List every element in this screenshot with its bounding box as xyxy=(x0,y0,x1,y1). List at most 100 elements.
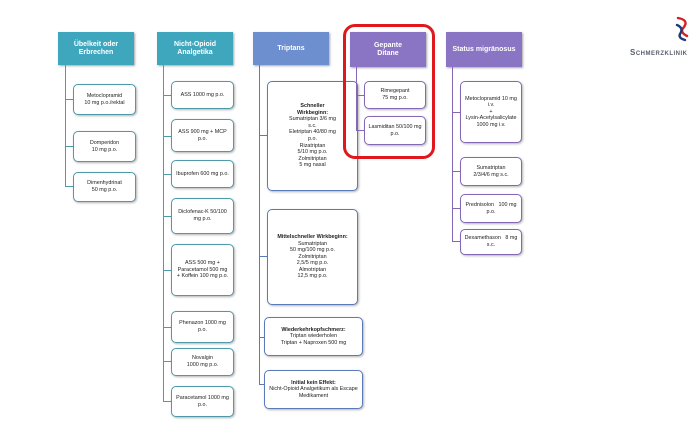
drug-line: Sumatriptan 3/6 mg xyxy=(288,116,337,123)
connector-horizontal xyxy=(163,401,171,403)
connector-vertical xyxy=(259,65,261,385)
connector-horizontal xyxy=(163,95,171,97)
logo: Schmerzklinik xyxy=(628,14,700,64)
drug-line: ASS 500 mg + xyxy=(185,260,220,267)
drug-box: Prednisolon 100 mg p.o. xyxy=(460,194,522,223)
drug-box: ASS 1000 mg p.o. xyxy=(171,81,234,109)
drug-box: Rimegepant 75 mg p.o. xyxy=(364,81,426,109)
drug-line: ASS 900 mg + MCP xyxy=(178,128,227,135)
drug-line: Medikament xyxy=(298,392,329,399)
group-title: Wiederkehrkopfschmerz: xyxy=(281,326,346,333)
drug-line: 12,5 mg p.o. xyxy=(297,273,328,280)
logo-icon xyxy=(675,16,689,42)
drug-line: 1000 mg i.v. xyxy=(476,121,506,128)
header-line: Analgetika xyxy=(177,48,213,56)
drug-line: Rizatriptan xyxy=(299,142,326,149)
connector-horizontal xyxy=(163,361,171,363)
header-status-migraenosus: Status migränosus xyxy=(446,32,522,67)
header-line: Gepante xyxy=(373,41,402,49)
triptan-group-no-effect: Initial kein Effekt: Nicht-Opioid Analge… xyxy=(264,370,363,409)
header-line: Übelkeit oder xyxy=(73,40,119,48)
drug-line: 2,5/5 mg p.o. xyxy=(296,260,329,267)
drug-box: Sumatriptan 2/3/4/6 mg s.c. xyxy=(460,157,522,186)
drug-line: p.o. xyxy=(198,401,207,408)
drug-box: Novalgin 1000 mg p.o. xyxy=(171,348,234,376)
drug-box: ASS 900 mg + MCP p.o. xyxy=(171,119,234,152)
connector-horizontal xyxy=(452,171,460,173)
drug-line: Zolmitriptan xyxy=(298,155,327,162)
drug-line: ASS 1000 mg p.o. xyxy=(180,91,225,98)
connector-horizontal xyxy=(356,95,364,97)
drug-line: + Koffein 100 mg p.o. xyxy=(176,273,229,280)
drug-line: Paracetamol 1000 mg xyxy=(176,394,229,401)
drug-line: Lasmiditan 50/100 mg xyxy=(368,123,422,130)
group-title: Initial kein Effekt: xyxy=(291,379,336,386)
drug-line: Eletriptan 40/80 mg xyxy=(289,129,336,136)
group-title: Schneller xyxy=(300,103,325,110)
connector-vertical xyxy=(356,67,358,131)
drug-line: p.o. xyxy=(308,136,317,142)
connector-horizontal xyxy=(163,174,171,176)
drug-line: s.c. xyxy=(308,122,317,129)
drug-box: Metoclopramid 10 mg i.v. + Lysin-Acetyls… xyxy=(460,81,522,143)
drug-line: p.o. xyxy=(198,135,207,142)
drug-box: Dimenhydrinat 50 mg p.o. xyxy=(73,172,136,202)
triptan-group-recurrence: Wiederkehrkopfschmerz: Triptan wiederhol… xyxy=(264,317,363,356)
connector-horizontal xyxy=(452,241,460,243)
drug-line: 1000 mg p.o. xyxy=(186,362,219,368)
drug-line: Lysin-Acetylsalicylate xyxy=(465,115,517,122)
drug-line: 75 mg p.o. xyxy=(382,95,408,101)
drug-line: Nicht-Opioid Analgetikum als Escape xyxy=(269,386,358,393)
drug-line: + xyxy=(489,108,493,115)
drug-line: Dexamethason 8 mg xyxy=(464,235,518,242)
logo-text: Schmerzklinik xyxy=(630,48,688,57)
group-title: Mittelschneller Wirkbeginn: xyxy=(277,233,348,240)
connector-horizontal xyxy=(356,130,364,132)
connector-horizontal xyxy=(163,327,171,329)
drug-line: s.c. xyxy=(486,242,496,248)
connector-vertical xyxy=(163,65,165,401)
header-line: Erbrechen xyxy=(78,48,114,56)
connector-vertical xyxy=(452,67,454,241)
drug-line: Triptan + Naproxen 500 mg xyxy=(280,339,347,346)
drug-line: Diclofenac-K 50/100 xyxy=(178,209,227,216)
drug-box: ASS 500 mg + Paracetamol 500 mg + Koffei… xyxy=(171,244,234,296)
connector-horizontal xyxy=(259,337,267,339)
drug-line: 10 mg p.o./rektal xyxy=(84,99,125,106)
drug-box: Lasmiditan 50/100 mg p.o. xyxy=(364,116,426,145)
header-uebelkeit: Übelkeit oder Erbrechen xyxy=(58,32,134,65)
connector-horizontal xyxy=(452,112,460,114)
drug-line: Zolmitriptan xyxy=(298,253,327,260)
drug-box: Phenazon 1000 mg p.o. xyxy=(171,311,234,343)
connector-horizontal xyxy=(163,216,171,218)
triptan-group-medium: Mittelschneller Wirkbeginn: Sumatriptan … xyxy=(267,209,358,305)
connector-horizontal xyxy=(259,256,267,258)
header-line: Nicht-Opioid xyxy=(174,40,216,48)
drug-line: p.o. xyxy=(486,208,496,215)
connector-horizontal xyxy=(452,208,460,210)
drug-box: Metoclopramid 10 mg p.o./rektal xyxy=(73,84,136,115)
drug-line: Sumatriptan xyxy=(476,164,506,171)
drug-line: Domperidon xyxy=(89,139,120,146)
drug-box: Diclofenac-K 50/100 mg p.o. xyxy=(171,198,234,234)
drug-line: Phenazon 1000 mg xyxy=(179,320,226,327)
connector-horizontal xyxy=(163,270,171,272)
drug-line: Sumatriptan xyxy=(297,240,328,247)
drug-line: 2/3/4/6 mg s.c. xyxy=(473,171,509,178)
drug-line: i.v. xyxy=(487,102,495,109)
connector-horizontal xyxy=(163,136,171,138)
connector-horizontal xyxy=(65,186,73,188)
drug-box: Domperidon 10 mg p.o. xyxy=(73,131,136,162)
drug-line: Metoclopramid xyxy=(86,92,123,99)
drug-line: Paracetamol 500 mg xyxy=(177,266,228,273)
header-line: Status migränosus xyxy=(452,45,516,53)
connector-horizontal xyxy=(65,146,73,148)
drug-line: 50 mg/100 mg p.o. xyxy=(290,247,335,254)
group-title: Wirkbeginn: xyxy=(296,109,329,116)
drug-line: Ibuprofen 600 mg p.o. xyxy=(176,170,229,177)
header-triptans: Triptans xyxy=(253,32,329,65)
connector-horizontal xyxy=(65,99,73,101)
drug-line: p.o. xyxy=(390,130,400,137)
connector-vertical xyxy=(65,65,67,187)
drug-line: Almotriptan xyxy=(298,266,327,273)
